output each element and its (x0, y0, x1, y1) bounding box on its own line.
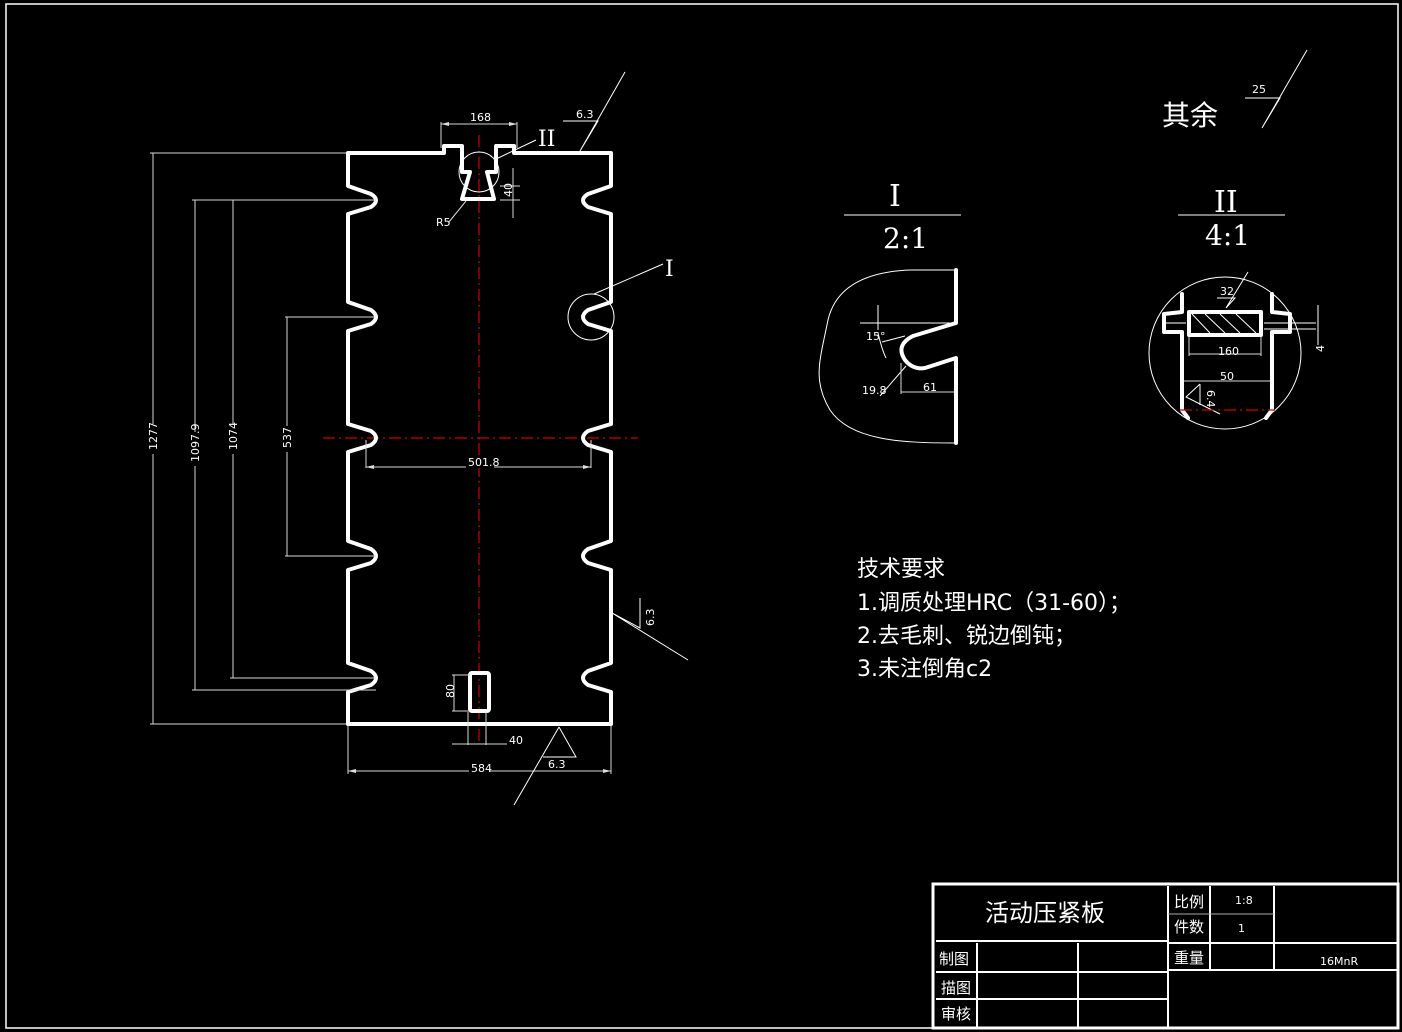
dim-inner-width: 501.8 (468, 456, 500, 469)
dim-slot-span-outer: 1097.9 (189, 424, 202, 463)
detail-I-depth: 61 (923, 381, 937, 394)
dim-slot-depth: 40 (502, 183, 515, 197)
general-roughness-label: 其余 (1162, 99, 1218, 132)
dim-overall-height: 1277 (147, 422, 160, 450)
dim-radius: R5 (436, 216, 451, 229)
detail-II-width-outer: 160 (1218, 345, 1239, 358)
title-block-quantity-value: 1 (1238, 922, 1245, 935)
roughness-symbol-bottom: 6.3 (513, 726, 577, 806)
main-view: II I 168 40 R5 6.3 (146, 71, 689, 806)
svg-text:6.4: 6.4 (1204, 390, 1217, 408)
title-block-drawn-label: 制图 (939, 950, 969, 968)
detail-view-II: II 4:1 4 32 160 50 6.4 (1148, 185, 1327, 430)
title-block-part-name: 活动压紧板 (985, 899, 1105, 927)
roughness-symbol-right: 6.3 (611, 598, 689, 661)
dim-slot-span-mid: 537 (281, 427, 294, 448)
callout-circle-II (458, 151, 500, 193)
detail-II-roughness: 32 (1220, 285, 1234, 298)
roughness-symbol-top: 6.3 (563, 71, 626, 152)
title-block-scale-value: 1:8 (1235, 894, 1253, 907)
detail-II-thickness: 4 (1314, 345, 1327, 352)
tech-req-heading: 技术要求 (857, 557, 945, 582)
detail-II-scale: 4:1 (1205, 219, 1250, 252)
title-block-weight-label: 重量 (1174, 949, 1204, 967)
sheet-border (5, 3, 1399, 1029)
svg-text:6.3: 6.3 (576, 108, 594, 121)
tech-req-item: 1.调质处理HRC（31-60）； (857, 591, 1131, 616)
tech-req-item: 2.去毛刺、锐边倒钝； (857, 624, 1076, 649)
detail-I-radius: 19.8 (862, 384, 887, 397)
detail-II-width-inner: 50 (1220, 370, 1234, 383)
tech-req-item: 3.未注倒角c2 (857, 657, 992, 682)
title-block: 活动压紧板 比例 1:8 件数 1 重量 16MnR 制图 描图 审核 (931, 882, 1400, 1030)
svg-text:25: 25 (1252, 83, 1266, 96)
detail-I-angle: 15° (866, 330, 886, 343)
detail-I-label: I (889, 179, 901, 214)
callout-label-II: II (538, 127, 555, 152)
title-block-material: 16MnR (1320, 955, 1358, 968)
general-roughness: 其余 25 (1162, 49, 1308, 132)
title-block-checked-label: 审核 (941, 1005, 971, 1023)
plate-outline (346, 144, 613, 726)
detail-II-label: II (1214, 185, 1238, 220)
dim-overall-width: 584 (471, 762, 492, 775)
dim-bottom-slot-width: 40 (509, 734, 523, 747)
technical-requirements: 技术要求 1.调质处理HRC（31-60）； 2.去毛刺、锐边倒钝； 3.未注倒… (857, 557, 1131, 682)
dim-top-slot-width: 168 (470, 111, 491, 124)
svg-text:6.3: 6.3 (548, 758, 566, 771)
dim-slot-span-inner: 1074 (227, 422, 240, 450)
detail-view-I: I 2:1 15° 19.8 61 (818, 179, 961, 445)
title-block-quantity-label: 件数 (1174, 918, 1204, 936)
callout-label-I: I (665, 257, 674, 282)
title-block-scale-label: 比例 (1174, 893, 1204, 911)
detail-I-scale: 2:1 (883, 222, 928, 255)
svg-text:6.3: 6.3 (644, 609, 657, 627)
title-block-traced-label: 描图 (941, 979, 971, 997)
dim-bottom-slot-height: 80 (444, 684, 457, 698)
callout-circle-I (567, 293, 615, 341)
bottom-slot (468, 671, 491, 713)
